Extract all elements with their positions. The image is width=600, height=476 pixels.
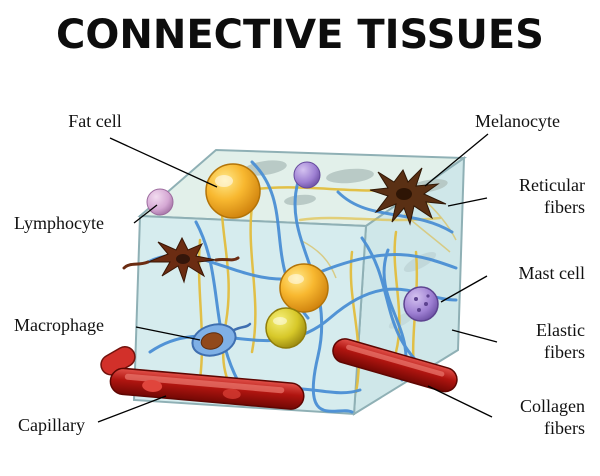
capillary-right-shape — [332, 338, 458, 393]
mast-cell-label: Mast cell — [518, 263, 585, 283]
fat-cell-label: Fat cell — [68, 111, 122, 131]
melanocyte-shape — [369, 167, 447, 226]
fat-cell-shape — [205, 163, 329, 349]
reticular-fibers-label: Reticular fibers — [519, 175, 585, 217]
macrophage-leader-line — [135, 326, 201, 341]
figure-title: CONNECTIVE TISSUES — [56, 12, 544, 58]
melanocyte-label: Melanocyte — [475, 111, 560, 131]
lymphocyte-label: Lymphocyte — [14, 213, 104, 233]
capillary-label: Capillary — [18, 415, 85, 435]
dendritic-cell-shape — [122, 236, 240, 284]
fibroblasts-top — [243, 160, 448, 329]
fat-cell-leader-line — [109, 137, 218, 188]
collagen-fibers-leader-line — [427, 385, 493, 418]
elastic-fibers-leader-line — [451, 329, 498, 343]
capillary-leader-line — [97, 395, 167, 423]
mast-cell-leader-line — [440, 275, 488, 303]
macrophage-shape — [191, 322, 252, 357]
macrophage-label: Macrophage — [14, 315, 104, 335]
elastic-fibers-label: Elastic fibers — [536, 320, 585, 362]
reticular-fibers-leader-line — [447, 197, 488, 207]
mast-cell-shape — [403, 286, 439, 322]
capillary-shape — [100, 338, 458, 410]
melanocyte-leader-line — [424, 133, 489, 187]
lymphocyte-leader-line — [133, 204, 158, 224]
leader-lines — [97, 133, 498, 423]
collagen-fibers-label: Collagen fibers — [520, 396, 585, 438]
